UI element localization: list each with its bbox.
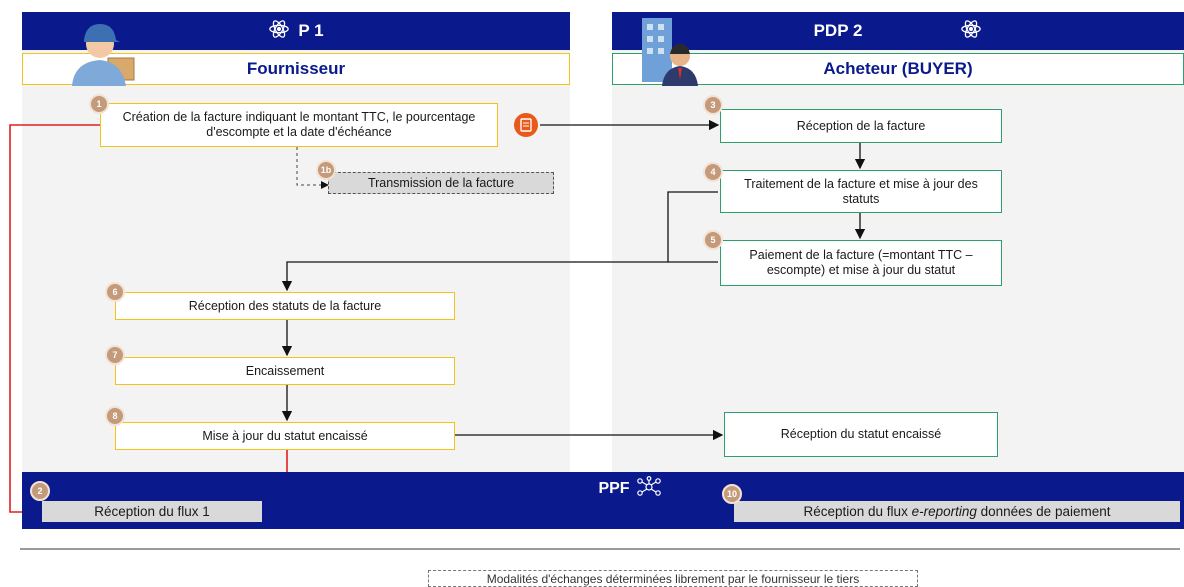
ppf-header-label: PPF — [598, 480, 630, 497]
step-5-badge: 5 — [703, 230, 723, 250]
step-1b-text: Transmission de la facture — [367, 176, 515, 190]
step-1-box: Création de la facture indiquant le mont… — [100, 103, 498, 147]
step-4-text: Traitement de la facture et mise à jour … — [744, 176, 978, 206]
buyer-role: Acheteur (BUYER) — [612, 53, 1184, 85]
step-5-text: Paiement de la facture (=montant TTC – e… — [749, 248, 973, 277]
step-10-text: Réception du flux e-reporting données de… — [803, 504, 1111, 519]
step-3-badge: 3 — [703, 95, 723, 115]
step-10-box: Réception du flux e-reporting données de… — [734, 501, 1180, 522]
step-7-box: Encaissement — [115, 357, 455, 385]
step-3-text: Réception de la facture — [796, 118, 926, 133]
step-7-text: Encaissement — [245, 363, 325, 378]
step-2-badge: 2 — [30, 481, 50, 501]
atom-icon — [268, 18, 290, 45]
step-8-badge: 8 — [105, 406, 125, 426]
step-4-badge: 4 — [703, 162, 723, 182]
arrow-5-to-6 — [281, 261, 718, 292]
step-6-badge: 6 — [105, 282, 125, 302]
atom-icon — [960, 18, 982, 45]
legend: Modalités d'échanges déterminées libreme… — [428, 570, 918, 587]
legend-text: Modalités d'échanges déterminées libreme… — [486, 571, 860, 586]
step-6-box: Réception des statuts de la facture — [115, 292, 455, 320]
step-10-badge: 10 — [722, 484, 742, 504]
supplier-role-label: Fournisseur — [246, 59, 346, 78]
arrow-1-to-1b — [296, 147, 329, 189]
step-1-badge: 1 — [89, 94, 109, 114]
step-1b-badge: 1b — [316, 160, 336, 180]
supplier-lane — [22, 12, 570, 472]
businessman-building-icon — [638, 14, 702, 86]
red-arrow-1-to-2 — [9, 124, 100, 519]
step-2-box: Réception du flux 1 — [42, 501, 262, 522]
step-4-box: Traitement de la facture et mise à jour … — [720, 170, 1002, 213]
delivery-person-icon — [60, 14, 140, 86]
step-3-box: Réception de la facture — [720, 109, 1002, 143]
step-8-text: Mise à jour du statut encaissé — [202, 428, 368, 443]
step-2-text: Réception du flux 1 — [94, 504, 210, 519]
buyer-role-label: Acheteur (BUYER) — [823, 59, 973, 78]
step-1b-box: Transmission de la facture — [328, 172, 554, 194]
document-icon — [514, 113, 538, 137]
step-8-box: Mise à jour du statut encaissé — [115, 422, 455, 450]
supplier-header-label: P 1 — [298, 21, 324, 40]
network-icon — [636, 475, 662, 503]
step-9-box: Réception du statut encaissé — [724, 412, 998, 457]
step-1-text: Création de la facture indiquant le mont… — [122, 110, 476, 139]
step-5-box: Paiement de la facture (=montant TTC – e… — [720, 240, 1002, 286]
buyer-header-label: PDP 2 — [813, 21, 863, 40]
ppf-header: PPF — [560, 475, 700, 503]
step-6-text: Réception des statuts de la facture — [188, 298, 382, 313]
step-7-badge: 7 — [105, 345, 125, 365]
buyer-header: PDP 2 — [612, 12, 1184, 50]
step-9-text: Réception du statut encaissé — [780, 427, 942, 441]
connector-4 — [667, 191, 718, 262]
